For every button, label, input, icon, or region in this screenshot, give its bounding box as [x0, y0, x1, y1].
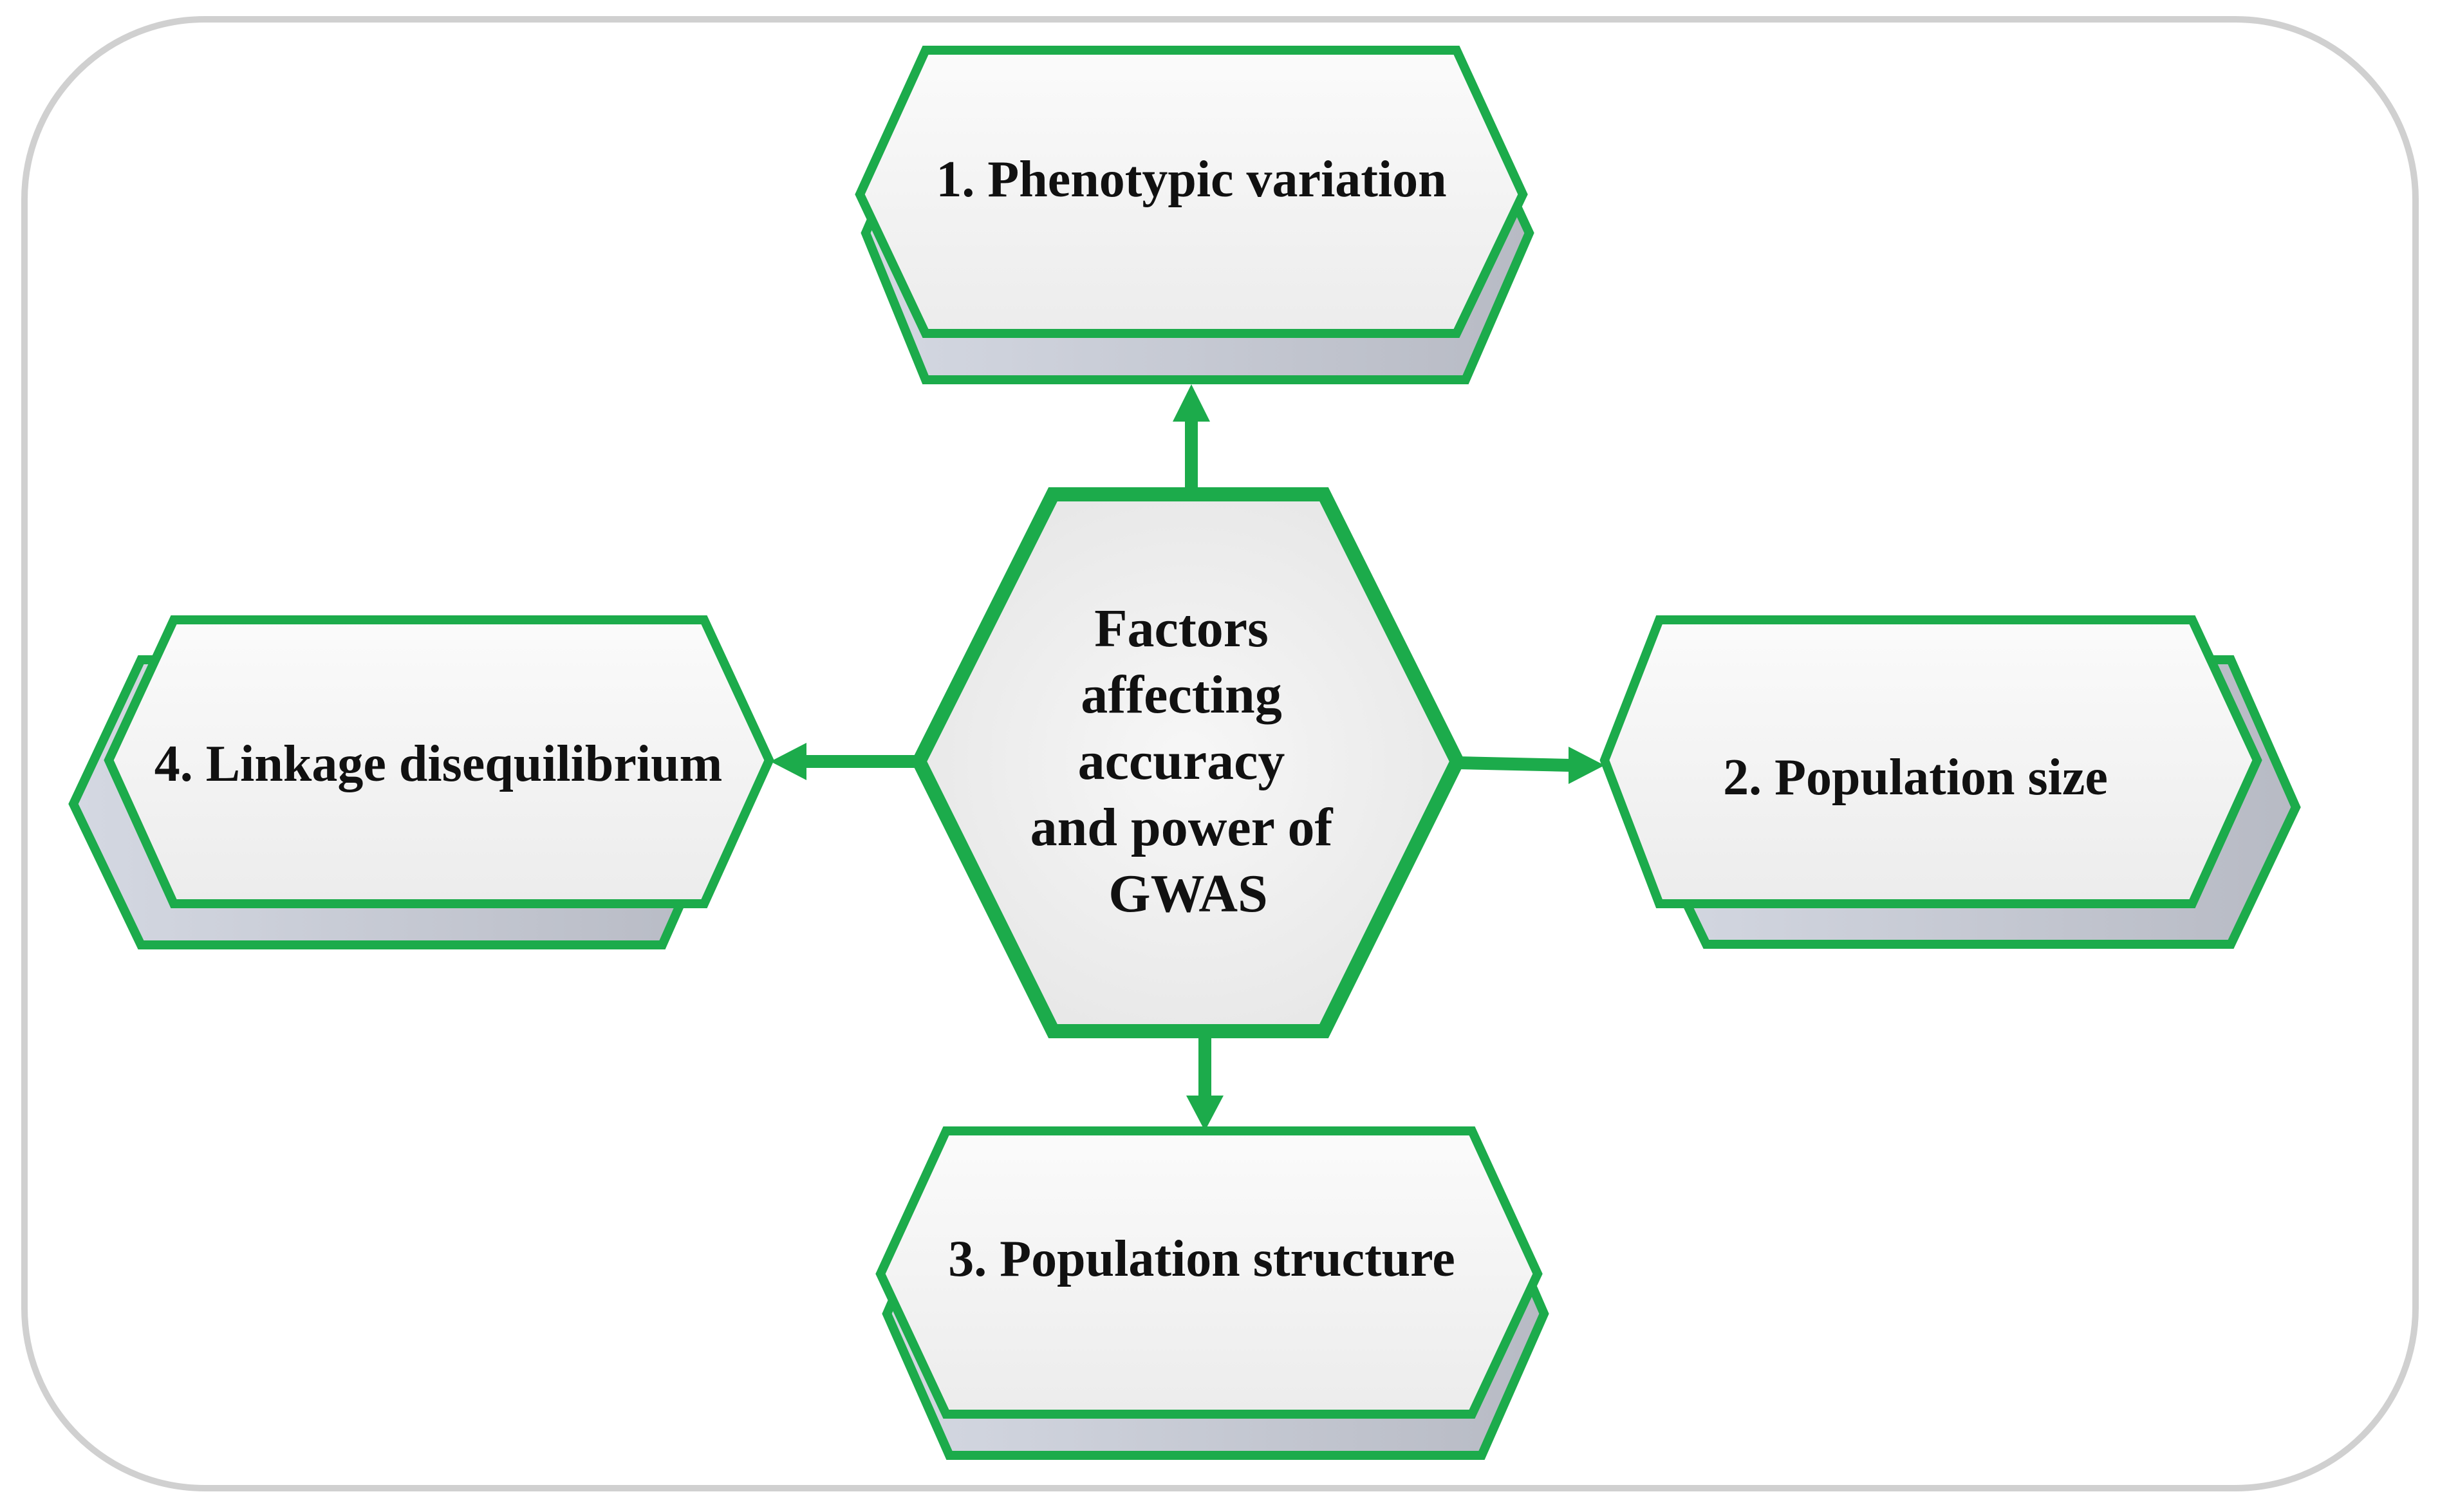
connector-up	[1173, 384, 1210, 492]
factor-label: 3. Population structure	[948, 1231, 1455, 1287]
factor-label: 4. Linkage disequilibrium	[154, 736, 722, 792]
factor-label: 2. Population size	[1723, 749, 2108, 806]
center-node: Factors affecting accuracy and power of …	[911, 487, 1466, 1038]
arrowhead-icon	[1569, 747, 1605, 784]
center-label-line: and power of	[1030, 798, 1334, 857]
factor-node-hexagon	[875, 1126, 1543, 1419]
center-label-line: GWAS	[1108, 864, 1267, 924]
center-hexagon	[911, 487, 1466, 1038]
center-label-line: accuracy	[1078, 731, 1285, 791]
factor-label: 1. Phenotypic variation	[936, 151, 1446, 208]
factor-node-phenotypic-variation: 1. Phenotypic variation	[855, 46, 1534, 384]
center-label-line: Factors	[1094, 599, 1269, 658]
factor-node-population-structure: 3. Population structure	[875, 1126, 1549, 1460]
connector-line	[1457, 756, 1571, 772]
arrowhead-icon	[1186, 1096, 1224, 1131]
connector-down	[1186, 1031, 1224, 1131]
factor-node-linkage-disequilibrium: 4. Linkage disequilibrium	[68, 615, 774, 949]
center-label: Factors affecting accuracy and power of …	[1030, 599, 1346, 924]
factor-node-hexagon	[1599, 615, 2262, 908]
arrowhead-icon	[770, 743, 806, 780]
arrowhead-icon	[1173, 384, 1210, 422]
connector-right	[1457, 747, 1605, 784]
center-label-line: affecting	[1081, 665, 1282, 725]
factor-node-hexagon	[104, 615, 774, 908]
connector-left	[770, 743, 919, 780]
factor-node-hexagon	[855, 46, 1528, 338]
factor-node-population-size: 2. Population size	[1599, 615, 2301, 949]
